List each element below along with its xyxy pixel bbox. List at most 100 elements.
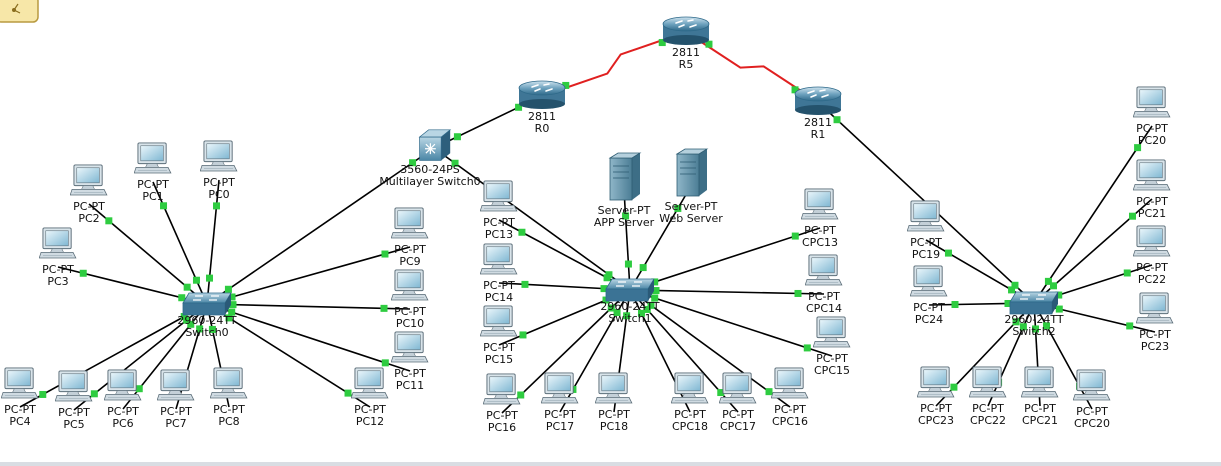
link-switch1-to-app-server[interactable] bbox=[623, 189, 631, 291]
link-r5-to-r1[interactable] bbox=[685, 31, 819, 103]
link-switch1-to-cpc15[interactable] bbox=[629, 289, 833, 357]
link-switch1-to-cpc13[interactable] bbox=[629, 227, 821, 291]
link-multilayer-switch0-to-switch0[interactable] bbox=[206, 147, 435, 305]
device-name-label: PC15 bbox=[485, 353, 513, 366]
device-model-label: PC-PT bbox=[1024, 402, 1056, 415]
link-r0-to-r5[interactable] bbox=[541, 31, 687, 97]
pc-icon bbox=[910, 265, 948, 297]
device-name-label: CPC21 bbox=[1022, 414, 1058, 427]
pc-icon bbox=[104, 369, 142, 401]
device-model-label: 2811 bbox=[804, 116, 832, 129]
device-name-label: PC22 bbox=[1138, 273, 1166, 286]
links-layer bbox=[19, 31, 1156, 414]
device-model-label: PC-PT bbox=[394, 305, 426, 318]
link-light bbox=[1128, 212, 1136, 220]
device-name-label: CPC17 bbox=[720, 420, 756, 433]
pc-icon bbox=[157, 369, 195, 401]
link-switch2-to-cpc22[interactable] bbox=[987, 302, 1035, 407]
link-light bbox=[705, 40, 713, 48]
device-model-label: PC-PT bbox=[354, 403, 386, 416]
link-switch1-to-cpc14[interactable] bbox=[629, 289, 825, 295]
link-switch1-to-cpc16[interactable] bbox=[629, 289, 791, 408]
multilayer-switch-icon bbox=[418, 129, 451, 162]
link-light bbox=[515, 103, 523, 111]
link-switch0-to-pc4[interactable] bbox=[19, 303, 208, 408]
link-switch0-to-pc12[interactable] bbox=[206, 303, 371, 408]
device-name-label: Switch1 bbox=[608, 312, 651, 325]
link-light bbox=[521, 280, 529, 288]
link-light bbox=[652, 287, 660, 295]
router-icon bbox=[518, 80, 566, 109]
link-switch0-to-pc10[interactable] bbox=[206, 303, 411, 310]
link-light bbox=[39, 390, 47, 398]
device-model-label: PC-PT bbox=[394, 367, 426, 380]
device-name-label: PC13 bbox=[485, 228, 513, 241]
pc-icon bbox=[1133, 159, 1171, 191]
device-name-label: PC24 bbox=[915, 313, 943, 326]
link-switch0-to-pc7[interactable] bbox=[175, 303, 208, 410]
link-light bbox=[950, 383, 958, 391]
link-light bbox=[1012, 318, 1020, 326]
link-switch2-to-cpc20[interactable] bbox=[1033, 302, 1093, 410]
device-model-label: PC-PT bbox=[394, 243, 426, 256]
device-name-label: APP Server bbox=[594, 216, 655, 229]
link-light bbox=[1042, 322, 1050, 330]
link-switch0-to-pc11[interactable] bbox=[206, 303, 411, 372]
pc-icon bbox=[541, 372, 579, 404]
pc-icon bbox=[200, 140, 238, 172]
device-name-label: PC0 bbox=[208, 188, 229, 201]
link-switch0-to-pc0[interactable] bbox=[206, 179, 220, 305]
link-switch2-to-pc20[interactable] bbox=[1033, 125, 1153, 304]
link-switch0-to-pc9[interactable] bbox=[206, 246, 411, 305]
device-name-label: PC20 bbox=[1138, 134, 1166, 147]
link-multilayer-switch0-to-switch1[interactable] bbox=[433, 147, 631, 291]
link-light bbox=[607, 304, 615, 312]
link-light bbox=[600, 285, 608, 293]
link-switch1-to-web-server[interactable] bbox=[629, 185, 692, 291]
